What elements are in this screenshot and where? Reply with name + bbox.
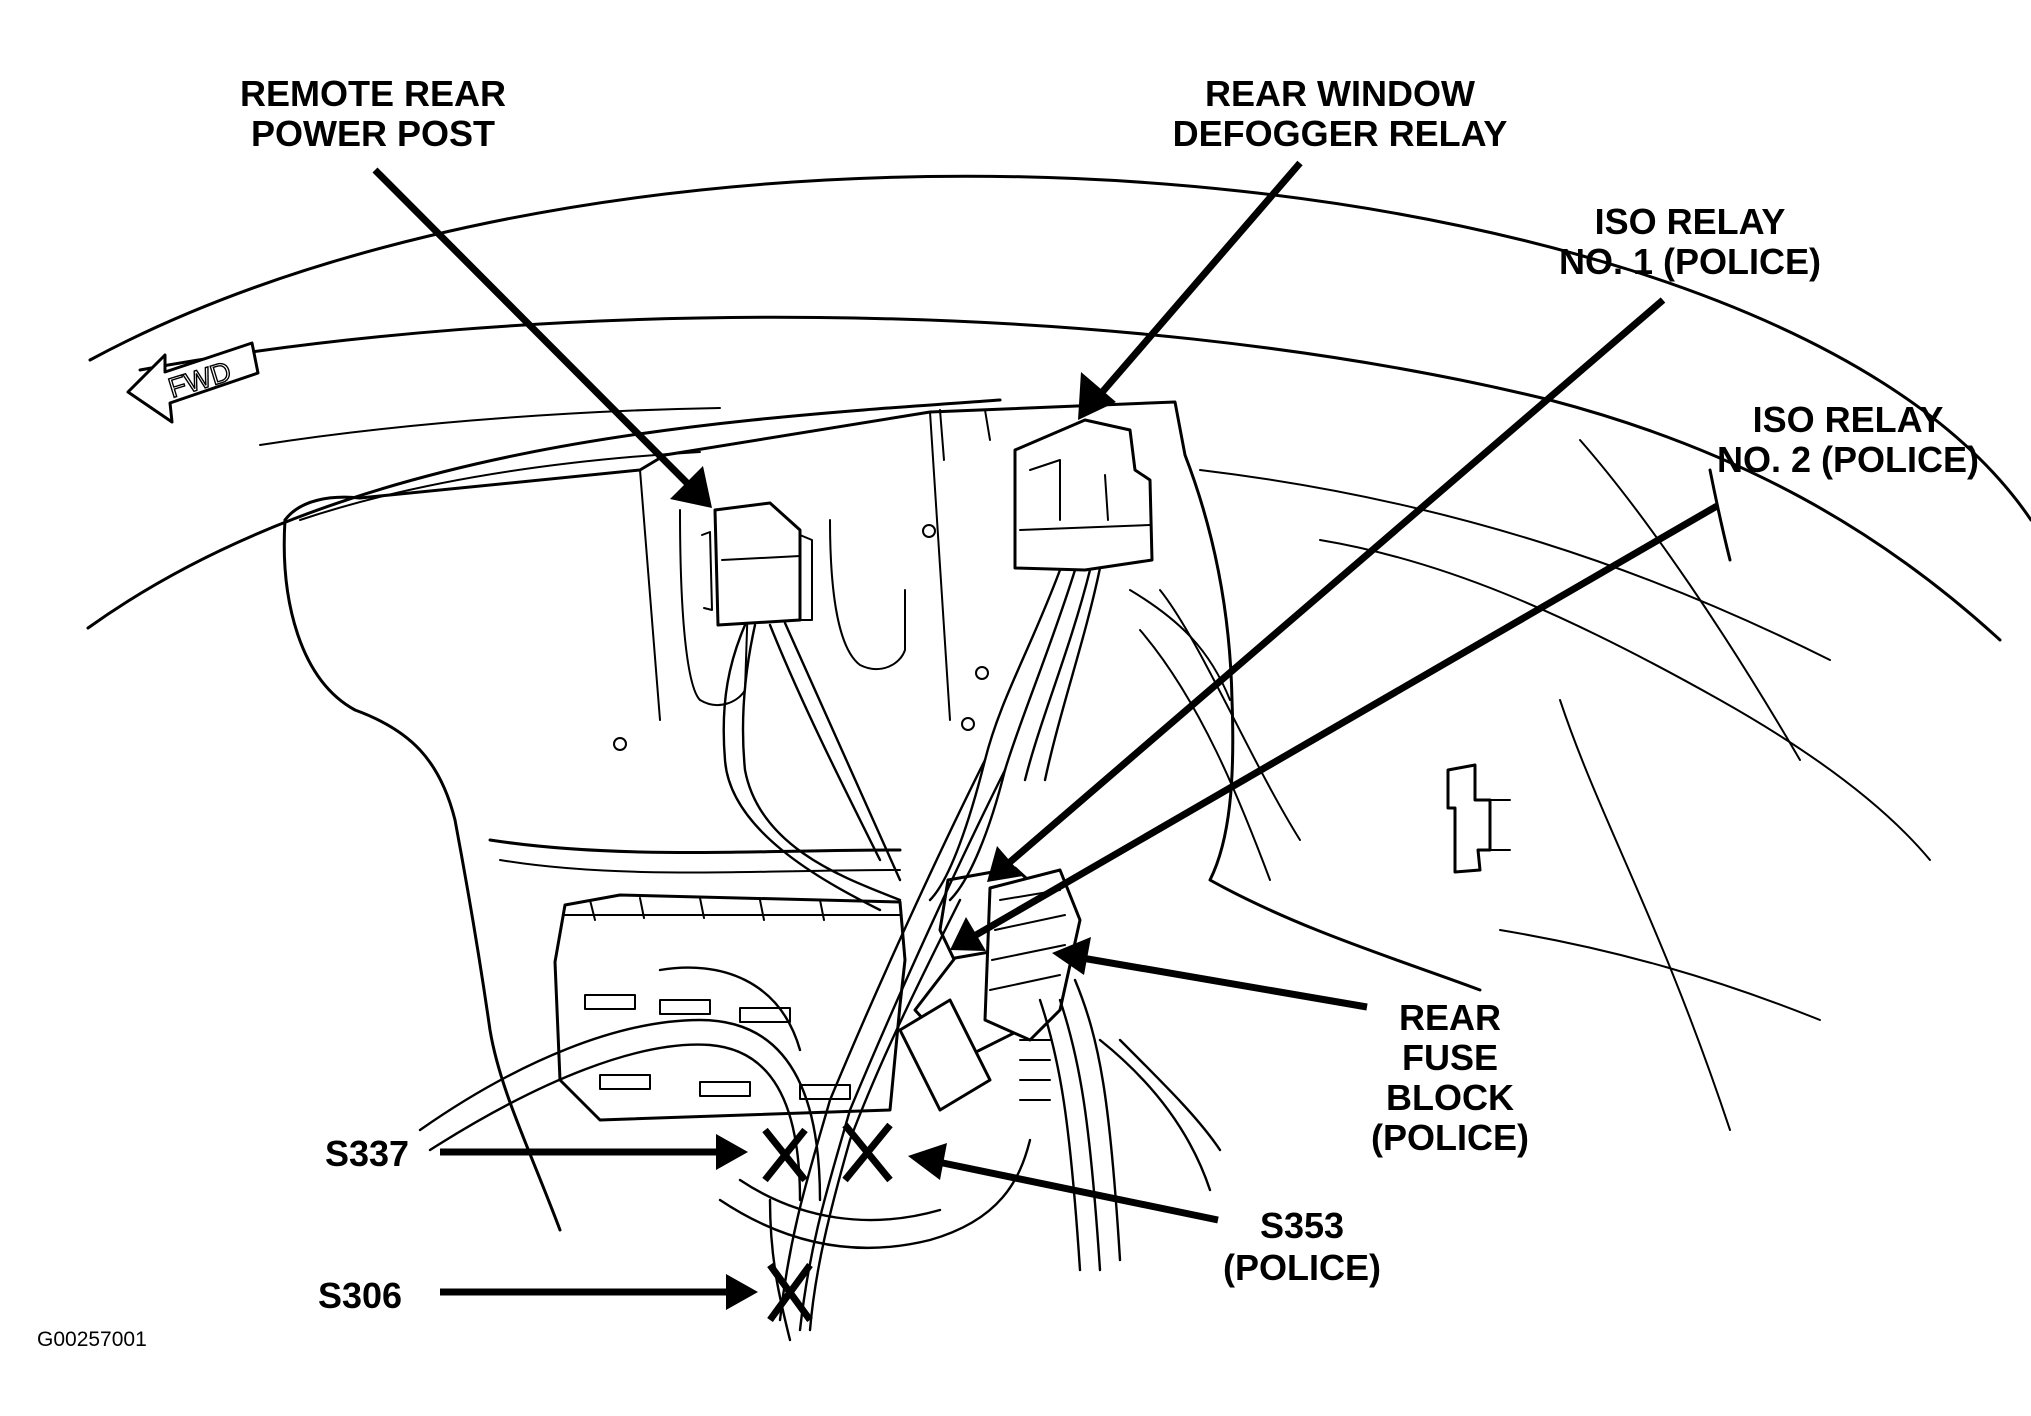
body-outline [86,174,2031,1131]
wiring-harness [418,566,1222,1342]
label-line: S353 [1260,1205,1344,1246]
leader-iso-relay-2 [950,502,1719,951]
label-line: POWER POST [251,113,495,154]
forward-arrow-icon: FWD [126,341,260,424]
leader-defogger-relay [1078,160,1303,420]
label-s353: S353 (POLICE) [1223,1205,1381,1288]
leader-remote-rear-power-post [372,167,712,508]
label-line: REAR WINDOW [1205,73,1475,114]
splice-s353-mark [842,1122,893,1183]
label-line: (POLICE) [1223,1247,1381,1288]
label-line: DEFOGGER RELAY [1173,113,1508,154]
label-line: ISO RELAY [1753,399,1944,440]
label-iso-relay-1: ISO RELAY NO. 1 (POLICE) [1559,201,1821,282]
relay-cluster [898,866,1082,1112]
label-line: NO. 1 (POLICE) [1559,241,1821,282]
leader-s306 [440,1274,758,1310]
label-line: (POLICE) [1371,1117,1529,1158]
label-iso-relay-2: ISO RELAY NO. 2 (POLICE) [1717,399,1979,480]
splice-s337-mark [762,1127,808,1183]
rear-panel [282,400,1482,1232]
figure-id: G00257001 [37,1328,147,1351]
leader-s337 [440,1134,748,1170]
leader-rear-fuse-block [1052,937,1368,1011]
splice-s306-mark [767,1262,813,1323]
label-line: FUSE [1402,1037,1498,1078]
label-s337: S337 [325,1133,409,1174]
side-bracket [1446,763,1511,874]
label-s306: S306 [318,1275,402,1316]
fuse-block [553,893,907,1122]
defogger-relay [1013,418,1154,572]
label-line: ISO RELAY [1595,201,1786,242]
label-remote-rear-power-post: REMOTE REAR POWER POST [240,73,506,154]
label-line: REMOTE REAR [240,73,506,114]
label-line: NO. 2 (POLICE) [1717,439,1979,480]
label-line: BLOCK [1386,1077,1514,1118]
label-line: REAR [1399,997,1501,1038]
label-defogger-relay: REAR WINDOW DEFOGGER RELAY [1173,73,1508,154]
label-rear-fuse-block: REAR FUSE BLOCK (POLICE) [1371,997,1529,1158]
leader-s353 [908,1143,1219,1224]
remote-rear-power-post [701,501,813,627]
leader-iso-relay-1 [987,297,1666,882]
